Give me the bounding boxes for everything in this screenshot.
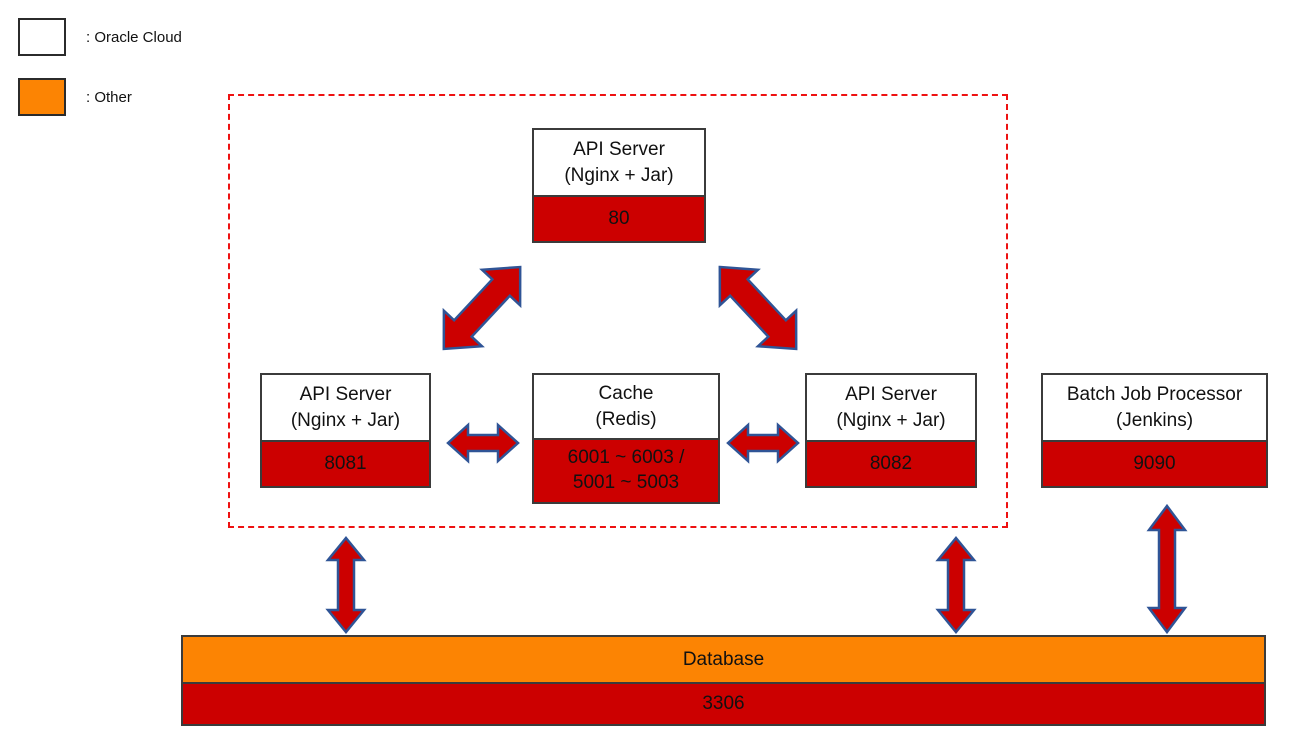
node-batch-job-processor[interactable]: Batch Job Processor (Jenkins) 9090 xyxy=(1041,373,1268,488)
legend-item-other: : Other xyxy=(18,78,132,116)
node-cache-port-line1: 6001 ~ 6003 / xyxy=(567,447,685,469)
node-api-server-top-port: 80 xyxy=(534,195,704,241)
node-batch-job-processor-title: Batch Job Processor (Jenkins) xyxy=(1043,375,1266,440)
node-database[interactable]: Database 3306 xyxy=(181,635,1266,726)
arrow-left-api-to-database xyxy=(325,536,367,634)
node-database-title: Database xyxy=(183,637,1264,682)
node-api-server-top-title-line2: (Nginx + Jar) xyxy=(564,164,674,186)
node-api-server-left-title-line2: (Nginx + Jar) xyxy=(290,409,401,431)
node-api-server-right-port-value: 8082 xyxy=(869,452,913,474)
node-api-server-top-title-line1: API Server xyxy=(573,139,665,161)
node-batch-job-processor-title-line2: (Jenkins) xyxy=(1115,409,1194,431)
legend-swatch-white xyxy=(18,18,66,56)
node-api-server-left[interactable]: API Server (Nginx + Jar) 8081 xyxy=(260,373,431,488)
node-cache-redis[interactable]: Cache (Redis) 6001 ~ 6003 / 5001 ~ 5003 xyxy=(532,373,720,504)
node-batch-job-processor-title-line1: Batch Job Processor xyxy=(1066,384,1243,406)
node-database-port-value: 3306 xyxy=(702,692,745,714)
arrow-top-to-left-api xyxy=(424,246,540,370)
legend-item-oracle-cloud: : Oracle Cloud xyxy=(18,18,182,56)
node-api-server-left-port: 8081 xyxy=(262,440,429,486)
legend-label-other: : Other xyxy=(86,88,132,106)
node-batch-job-processor-port-value: 9090 xyxy=(1133,452,1176,474)
node-cache-title-line1: Cache xyxy=(598,383,654,405)
legend-label-oracle-cloud: : Oracle Cloud xyxy=(86,28,182,46)
oracle-cloud-boundary xyxy=(228,94,1008,528)
arrow-top-to-right-api xyxy=(700,246,816,370)
arrow-right-api-to-database xyxy=(935,536,977,634)
node-api-server-top-port-value: 80 xyxy=(608,207,630,229)
node-api-server-right-title: API Server (Nginx + Jar) xyxy=(807,375,975,440)
node-cache-port: 6001 ~ 6003 / 5001 ~ 5003 xyxy=(534,438,718,502)
node-database-port: 3306 xyxy=(183,682,1264,724)
node-api-server-right-port: 8082 xyxy=(807,440,975,486)
node-api-server-right[interactable]: API Server (Nginx + Jar) 8082 xyxy=(805,373,977,488)
node-database-title-label: Database xyxy=(682,648,765,670)
arrow-batch-to-database xyxy=(1146,503,1188,635)
node-api-server-right-title-line2: (Nginx + Jar) xyxy=(836,409,946,431)
arrow-cache-to-right-api xyxy=(726,422,800,464)
node-batch-job-processor-port: 9090 xyxy=(1043,440,1266,486)
legend-swatch-orange xyxy=(18,78,66,116)
node-api-server-left-port-value: 8081 xyxy=(324,452,367,474)
node-cache-title-line2: (Redis) xyxy=(595,408,657,430)
node-api-server-right-title-line1: API Server xyxy=(845,384,937,406)
node-api-server-top[interactable]: API Server (Nginx + Jar) 80 xyxy=(532,128,706,243)
node-api-server-left-title-line1: API Server xyxy=(299,384,392,406)
node-cache-port-line2: 5001 ~ 5003 xyxy=(572,472,680,493)
node-api-server-left-title: API Server (Nginx + Jar) xyxy=(262,375,429,440)
node-api-server-top-title: API Server (Nginx + Jar) xyxy=(534,130,704,195)
node-cache-title: Cache (Redis) xyxy=(534,375,718,438)
arrow-left-api-to-cache xyxy=(446,422,520,464)
